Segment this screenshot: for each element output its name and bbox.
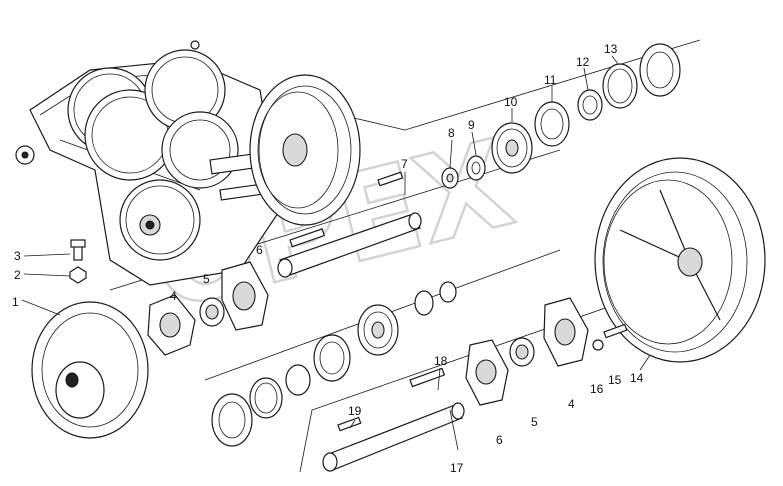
label-part-5-lower: 5 bbox=[531, 415, 538, 429]
label-part-4-upper: 4 bbox=[170, 289, 177, 303]
lower-flange-parts bbox=[465, 297, 628, 406]
label-part-10: 10 bbox=[504, 95, 518, 109]
label-part-2: 2 bbox=[14, 268, 21, 282]
label-part-14: 14 bbox=[630, 371, 644, 385]
lower-part-chain bbox=[211, 281, 457, 447]
large-pulley bbox=[594, 157, 766, 363]
label-part-5-upper: 5 bbox=[203, 272, 210, 286]
label-part-17: 17 bbox=[450, 461, 464, 475]
middle-flange-parts bbox=[147, 261, 269, 356]
label-part-4-lower: 4 bbox=[568, 397, 575, 411]
gearbox-assembly bbox=[15, 40, 302, 286]
label-part-18: 18 bbox=[434, 354, 448, 368]
sprocket bbox=[31, 301, 149, 439]
upper-pulley bbox=[249, 74, 361, 226]
label-part-6-upper: 6 bbox=[256, 243, 263, 257]
label-part-1: 1 bbox=[12, 295, 19, 309]
label-part-8: 8 bbox=[448, 126, 455, 140]
label-part-12: 12 bbox=[576, 55, 590, 69]
part-labels: 1 2 3 4 5 6 7 8 9 10 11 12 13 14 15 16 4… bbox=[12, 42, 644, 475]
label-part-19: 19 bbox=[348, 404, 362, 418]
label-part-3: 3 bbox=[14, 249, 21, 263]
upper-shaft bbox=[277, 171, 422, 278]
bolt-and-nut bbox=[69, 239, 87, 284]
label-part-6-lower: 6 bbox=[496, 433, 503, 447]
label-part-16: 16 bbox=[590, 382, 604, 396]
label-part-13: 13 bbox=[604, 42, 618, 56]
label-part-7: 7 bbox=[401, 157, 408, 171]
upper-part-chain bbox=[441, 43, 681, 189]
label-part-15: 15 bbox=[608, 373, 622, 387]
leader-lines bbox=[21, 55, 651, 451]
label-part-11: 11 bbox=[544, 73, 557, 87]
lower-shaft bbox=[322, 367, 465, 472]
label-part-9: 9 bbox=[468, 118, 475, 132]
